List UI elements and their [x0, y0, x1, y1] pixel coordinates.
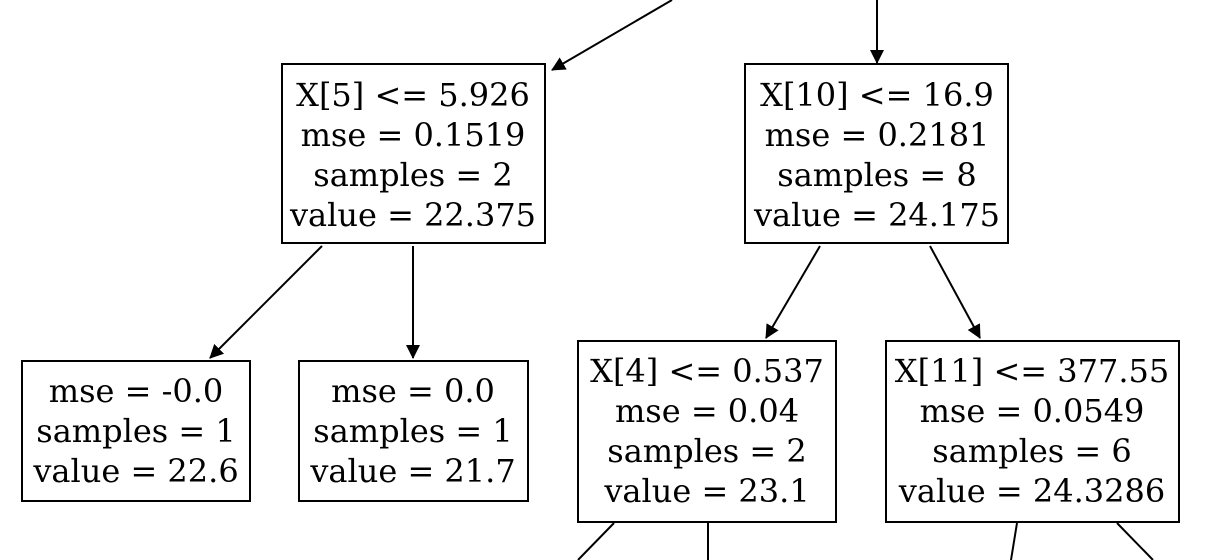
node-condition: X[11] <= 377.55	[895, 352, 1169, 390]
node-box	[298, 360, 529, 502]
node-mse: mse = 0.0549	[920, 392, 1145, 430]
tree-node-x11-split: X[11] <= 377.55 mse = 0.0549 samples = 6…	[885, 340, 1180, 523]
edge-x11-split-to-child-left	[1010, 522, 1018, 560]
node-box	[885, 340, 1180, 523]
node-mse: mse = -0.0	[49, 372, 224, 410]
tree-node-x5-split: X[5] <= 5.926 mse = 0.1519 samples = 2 v…	[281, 63, 546, 244]
node-value: value = 22.375	[289, 196, 536, 234]
node-box	[21, 360, 251, 502]
node-samples: samples = 1	[313, 412, 512, 450]
edge-parent-to-left-split	[551, 0, 673, 71]
edge-x11-split-to-child-right	[1116, 522, 1154, 560]
node-value: value = 24.175	[753, 196, 1000, 234]
edge-right-split-to-x11-split	[929, 245, 981, 339]
node-samples: samples = 2	[607, 432, 806, 470]
tree-node-leaf-21-7: mse = 0.0 samples = 1 value = 21.7	[298, 360, 529, 502]
node-condition: X[4] <= 0.537	[590, 352, 824, 390]
node-value: value = 23.1	[603, 472, 809, 510]
node-condition: X[10] <= 16.9	[760, 76, 994, 114]
edge-x4-split-to-child-left	[577, 522, 615, 560]
edge-right-split-to-x4-split	[765, 245, 821, 339]
tree-node-leaf-22-6: mse = -0.0 samples = 1 value = 22.6	[21, 360, 251, 502]
node-value: value = 24.3286	[898, 472, 1165, 510]
node-box	[744, 63, 1009, 244]
node-samples: samples = 8	[777, 156, 976, 194]
node-condition: X[5] <= 5.926	[296, 76, 530, 114]
node-mse: mse = 0.04	[615, 392, 799, 430]
tree-node-x10-split: X[10] <= 16.9 mse = 0.2181 samples = 8 v…	[744, 63, 1009, 244]
node-value: value = 22.6	[32, 452, 238, 490]
node-samples: samples = 1	[36, 412, 235, 450]
node-value: value = 21.7	[309, 452, 515, 490]
node-mse: mse = 0.2181	[765, 116, 990, 154]
node-mse: mse = 0.1519	[301, 116, 526, 154]
node-box	[281, 63, 546, 244]
tree-edges	[209, 0, 1154, 560]
node-mse: mse = 0.0	[331, 372, 495, 410]
edge-left-split-to-leaf-1	[209, 245, 323, 359]
tree-node-x4-split: X[4] <= 0.537 mse = 0.04 samples = 2 val…	[577, 340, 837, 523]
node-samples: samples = 6	[932, 432, 1131, 470]
node-samples: samples = 2	[313, 156, 512, 194]
node-box	[577, 340, 837, 523]
